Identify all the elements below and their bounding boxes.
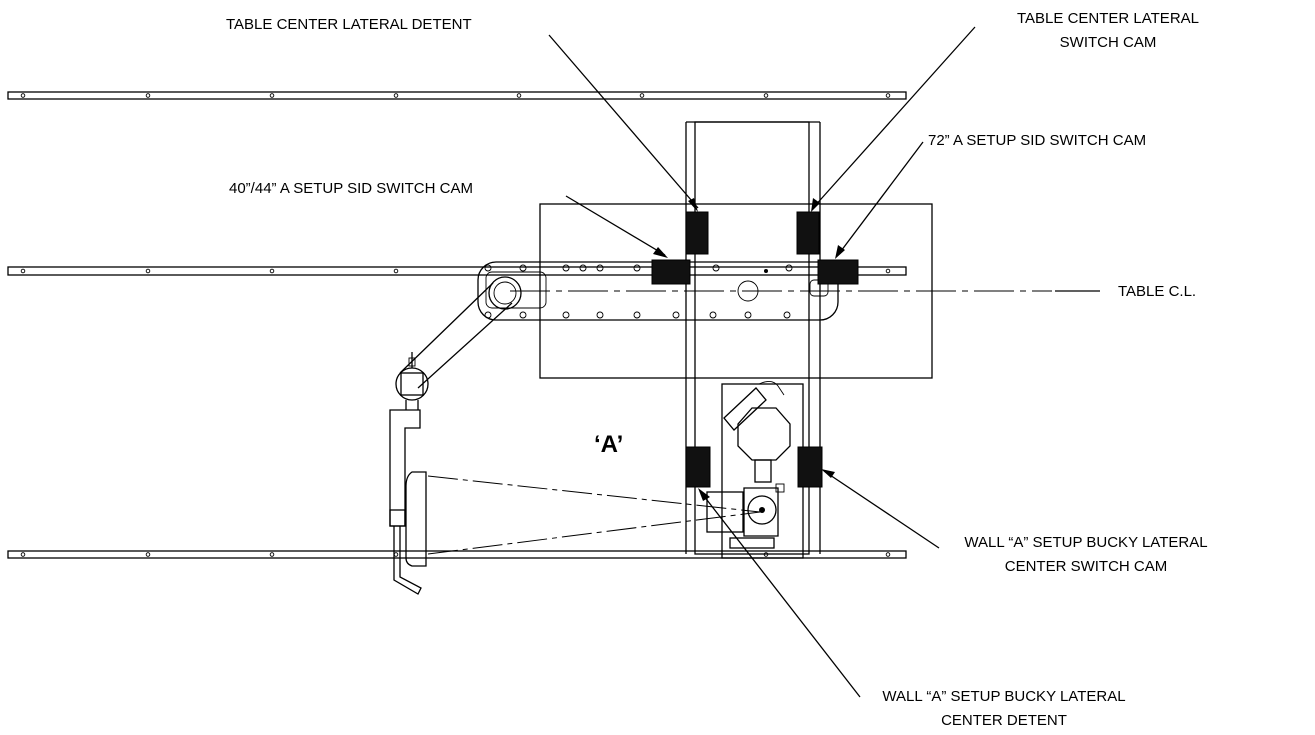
- vertical-column: [685, 121, 821, 555]
- wall-bucky-switch-cam-block: [797, 446, 823, 488]
- label-wall-bucky-detent-line1: WALL “A” SETUP BUCKY LATERAL: [882, 688, 1125, 705]
- wall-bucky-assembly: [706, 381, 804, 559]
- top-rail: [7, 91, 907, 100]
- label-wall-bucky-switch-cam-line1: WALL “A” SETUP BUCKY LATERAL: [964, 534, 1207, 551]
- label-sid-switch-cam-72: 72” A SETUP SID SWITCH CAM: [928, 132, 1146, 149]
- middle-rail: [7, 266, 907, 276]
- wall-bucky-detent-block: [685, 446, 711, 488]
- label-wall-bucky-detent-line2: CENTER DETENT: [941, 712, 1067, 729]
- leader-lines: [548, 26, 1100, 698]
- label-view-a: ‘A’: [594, 431, 623, 458]
- label-wall-bucky-switch-cam-line2: CENTER SWITCH CAM: [1005, 558, 1168, 575]
- label-table-cl: TABLE C.L.: [1118, 283, 1196, 300]
- label-table-center-lateral-switch-cam-line2: SWITCH CAM: [1060, 34, 1157, 51]
- sid-switch-cam-72-block: [817, 259, 859, 285]
- table-center-lateral-detent-block: [685, 211, 709, 255]
- label-table-center-lateral-switch-cam-line1: TABLE CENTER LATERAL: [1017, 10, 1199, 27]
- table-center-lateral-switch-cam-block: [796, 211, 820, 255]
- label-sid-switch-cam-40-44: 40”/44” A SETUP SID SWITCH CAM: [229, 180, 473, 197]
- tube-arm: [389, 282, 513, 595]
- label-table-center-lateral-detent: TABLE CENTER LATERAL DETENT: [226, 16, 472, 33]
- xray-beam: [427, 475, 761, 555]
- sid-switch-cam-40-44-block: [651, 259, 691, 285]
